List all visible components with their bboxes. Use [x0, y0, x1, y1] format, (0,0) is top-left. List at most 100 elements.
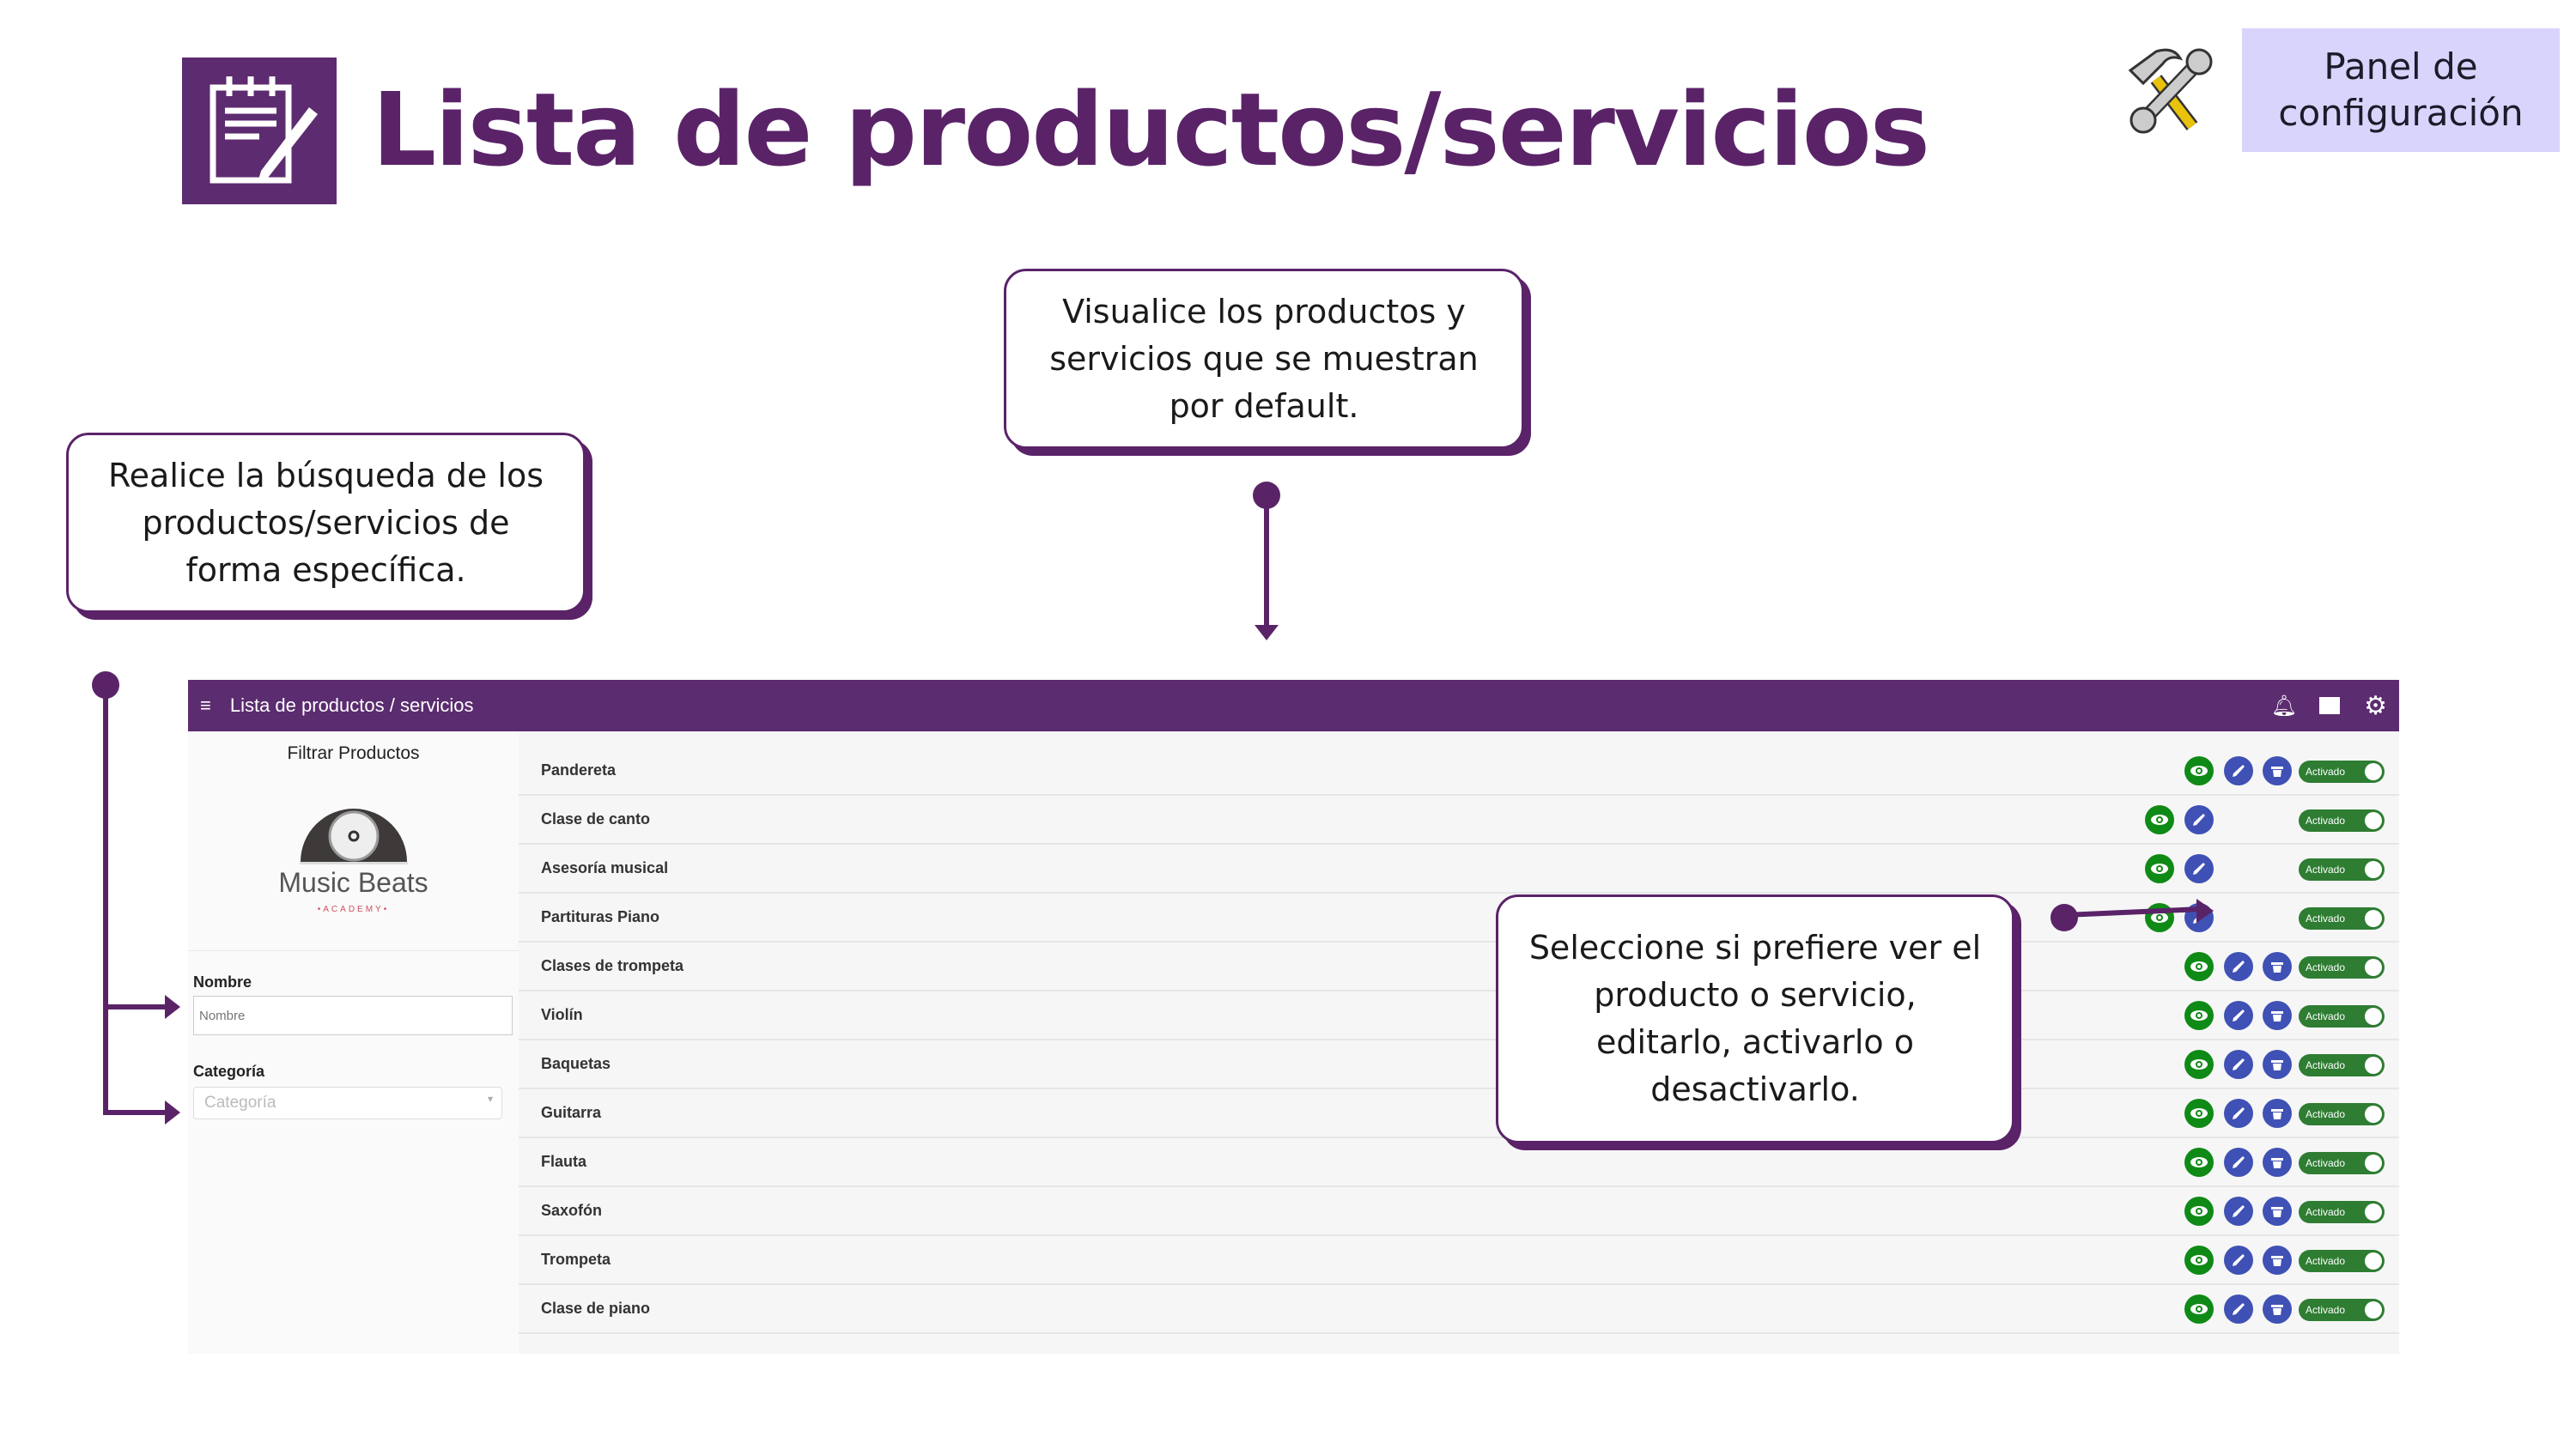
edit-button[interactable] — [2224, 1294, 2253, 1324]
view-button[interactable] — [2184, 1099, 2214, 1128]
app-header: ≡ Lista de productos / servicios 🔔︎ ⚙ — [188, 680, 2399, 731]
product-name: Asesoría musical — [541, 859, 669, 876]
config-panel-button[interactable]: Panel de configuración — [2242, 28, 2560, 152]
status-toggle[interactable]: Activado — [2299, 1005, 2385, 1028]
edit-button[interactable] — [2224, 1246, 2253, 1275]
delete-button[interactable] — [2263, 1050, 2292, 1079]
view-button[interactable] — [2184, 1001, 2214, 1030]
status-toggle[interactable]: Activado — [2299, 1152, 2385, 1174]
eye-icon — [2190, 1009, 2208, 1022]
logo-sub: •ACADEMY• — [317, 905, 390, 914]
edit-button[interactable] — [2224, 952, 2253, 981]
product-row: Clase de canto Activado — [519, 796, 2399, 845]
view-button[interactable] — [2184, 952, 2214, 981]
tools-icon — [2122, 45, 2216, 136]
edit-button[interactable] — [2224, 1197, 2253, 1226]
product-name: Flauta — [541, 1153, 587, 1170]
edit-button[interactable] — [2224, 1050, 2253, 1079]
edit-button[interactable] — [2224, 1148, 2253, 1177]
delete-button[interactable] — [2263, 1099, 2292, 1128]
product-name: Guitarra — [541, 1104, 602, 1121]
edit-button[interactable] — [2224, 1099, 2253, 1128]
pencil-icon — [2231, 1252, 2246, 1268]
product-name: Saxofón — [541, 1202, 603, 1219]
status-toggle[interactable]: Activado — [2299, 1103, 2385, 1125]
status-toggle[interactable]: Activado — [2299, 761, 2385, 783]
delete-button[interactable] — [2263, 1294, 2292, 1324]
trash-icon — [2269, 763, 2285, 779]
view-button[interactable] — [2184, 1294, 2214, 1324]
name-label: Nombre — [193, 973, 252, 991]
connector-dot — [2050, 904, 2078, 931]
view-button[interactable] — [2145, 805, 2174, 834]
pencil-icon — [2231, 1008, 2246, 1023]
status-toggle[interactable]: Activado — [2299, 1054, 2385, 1076]
eye-icon — [2190, 961, 2208, 973]
view-button[interactable] — [2184, 1197, 2214, 1226]
delete-button[interactable] — [2263, 952, 2292, 981]
status-toggle[interactable]: Activado — [2299, 907, 2385, 930]
menu-icon[interactable]: ≡ — [200, 694, 211, 716]
connector-line — [103, 1004, 170, 1009]
pencil-icon — [2231, 1155, 2246, 1170]
eye-icon — [2150, 863, 2169, 875]
bell-icon[interactable]: 🔔︎ — [2270, 694, 2298, 718]
edit-button[interactable] — [2224, 1001, 2253, 1030]
status-toggle[interactable]: Activado — [2299, 956, 2385, 979]
product-row: Pandereta Activado — [519, 747, 2399, 796]
eye-icon — [2150, 814, 2169, 826]
pencil-icon — [2231, 959, 2246, 974]
gear-icon[interactable]: ⚙ — [2364, 691, 2387, 720]
view-button[interactable] — [2184, 1148, 2214, 1177]
product-name: Violín — [541, 1006, 583, 1023]
product-name: Clase de piano — [541, 1300, 651, 1317]
delete-button[interactable] — [2263, 756, 2292, 785]
status-toggle[interactable]: Activado — [2299, 1299, 2385, 1321]
product-row: Clases de trompeta Activado — [519, 943, 2399, 991]
product-name: Clases de trompeta — [541, 957, 684, 974]
status-toggle[interactable]: Activado — [2299, 1250, 2385, 1272]
name-input[interactable] — [193, 996, 513, 1035]
edit-button[interactable] — [2184, 854, 2214, 883]
eye-icon — [2190, 765, 2208, 777]
delete-button[interactable] — [2263, 1246, 2292, 1275]
arrow-right-icon — [165, 995, 180, 1019]
product-row: Violín Activado — [519, 991, 2399, 1040]
product-row: Baquetas Activado — [519, 1040, 2399, 1089]
page-title: Lista de productos/servicios — [372, 70, 1930, 189]
product-row: Partituras Piano Activado — [519, 894, 2399, 943]
view-button[interactable] — [2145, 854, 2174, 883]
view-button[interactable] — [2184, 1050, 2214, 1079]
delete-button[interactable] — [2263, 1197, 2292, 1226]
delete-button[interactable] — [2263, 1148, 2292, 1177]
callout-actions: Seleccione si prefiere ver el producto o… — [1496, 894, 2014, 1143]
eye-icon — [2190, 1303, 2208, 1315]
category-select[interactable]: Categoría ▾ — [193, 1087, 502, 1119]
product-name: Trompeta — [541, 1251, 611, 1268]
store-icon[interactable] — [2319, 697, 2341, 714]
delete-button[interactable] — [2263, 1001, 2292, 1030]
trash-icon — [2269, 1301, 2285, 1317]
product-row: Clase de piano Activado — [519, 1285, 2399, 1334]
status-toggle[interactable]: Activado — [2299, 809, 2385, 832]
product-name: Clase de canto — [541, 810, 651, 828]
view-button[interactable] — [2184, 1246, 2214, 1275]
trash-icon — [2269, 1057, 2285, 1072]
chevron-down-icon: ▾ — [487, 1093, 493, 1105]
status-toggle[interactable]: Activado — [2299, 858, 2385, 881]
eye-icon — [2190, 1205, 2208, 1217]
edit-button[interactable] — [2224, 756, 2253, 785]
logo-name: Music Beats — [278, 867, 428, 898]
eye-icon — [2190, 1254, 2208, 1266]
product-row: Asesoría musical Activado — [519, 845, 2399, 894]
pencil-icon — [2191, 812, 2207, 828]
pencil-icon — [2191, 861, 2207, 876]
product-name: Partituras Piano — [541, 908, 660, 925]
callout-search: Realice la búsqueda de los productos/ser… — [66, 433, 586, 613]
status-toggle[interactable]: Activado — [2299, 1201, 2385, 1223]
category-placeholder: Categoría — [204, 1094, 276, 1112]
product-row: Saxofón Activado — [519, 1187, 2399, 1236]
product-row: Trompeta Activado — [519, 1236, 2399, 1285]
view-button[interactable] — [2184, 756, 2214, 785]
edit-button[interactable] — [2184, 805, 2214, 834]
